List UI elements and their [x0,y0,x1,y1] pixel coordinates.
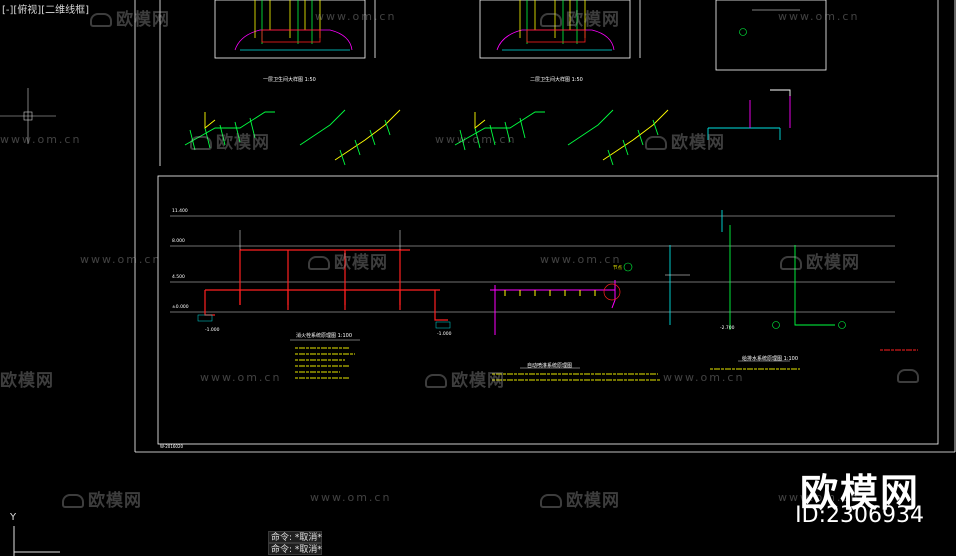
watermark-logo: 欧模网 [308,248,388,273]
bathroom-detail-1 [214,0,376,59]
notes-block-lines [290,339,790,369]
drawing-title: 自动喷淋系统原理图 [527,363,573,369]
watermark-url: www.om.cn [435,133,517,146]
sofa-icon [540,13,562,27]
sofa-icon [425,374,447,388]
crosshair-cursor [0,88,56,144]
watermark-url: www.om.cn [200,371,282,384]
watermark-url: www.om.cn [540,253,622,266]
command-history-line: 命令: *取消* [268,531,322,543]
watermark-logo [897,366,923,386]
drawing-title: 一层卫生间大样图 1:50 [263,77,316,83]
viewport-label[interactable]: [-][俯视][二维线框] [2,5,90,16]
brand-logo: 欧模网 [799,471,920,515]
level-label: 8.000 [172,239,185,244]
watermark-url: www.om.cn [778,491,860,504]
level-label: 4.500 [172,275,185,280]
watermark-logo: 欧模网 [62,486,142,511]
watermark-url: www.om.cn [0,133,82,146]
command-history-line[interactable]: 命令: *取消* [268,543,322,555]
notes-box [715,0,827,71]
sofa-icon [645,136,667,150]
drawing-frame [134,0,956,453]
level-lines [170,215,895,313]
level-label: 11.400 [172,209,188,214]
sofa-icon [190,136,212,150]
notes-text-lines [295,347,918,381]
sprinkler-system [490,262,633,335]
level-label: -1.000 [437,332,452,337]
bathroom-detail-2 [479,0,641,59]
level-label: -1.000 [205,328,220,333]
isometric-pipes [184,89,791,166]
watermark-logo: 欧模网 [90,5,170,30]
level-label: ±0.000 [172,305,189,310]
sofa-icon [540,494,562,508]
brand-id: ID:2306934 [795,503,924,528]
watermark-logo: 欧模网 [645,128,725,153]
water-supply-system [665,210,846,330]
watermark-url: www.om.cn [663,371,745,384]
node-label: 节点 [613,266,622,271]
watermark-logo: 欧模网 [540,486,620,511]
level-label: -2.700 [720,326,735,331]
sofa-icon [897,369,919,383]
drawing-title: 消火栓系统原理图 1:100 [296,333,352,339]
watermark-url: www.om.cn [315,10,397,23]
drawing-title: 给排水系统原理图 1:100 [742,356,798,362]
watermark-logo: 欧模网 [0,371,54,391]
fire-hydrant-labels [197,230,451,329]
fire-hydrant-system [204,249,448,321]
watermark-url: www.om.cn [778,10,860,23]
sofa-icon [90,13,112,27]
drawing-title: 二层卫生间大样图 1:50 [530,77,583,83]
ucs-y-label: Y [10,512,17,523]
frame-code: W-2016020 [160,444,184,449]
watermark-url: www.om.cn [80,253,162,266]
watermark-logo: 欧模网 [780,248,860,273]
sofa-icon [308,256,330,270]
watermark-logo: 欧模网 [540,5,620,30]
sofa-icon [780,256,802,270]
watermark-url: www.om.cn [310,491,392,504]
watermark-logo: 欧模网 [425,366,505,391]
sofa-icon [62,494,84,508]
watermark-logo: 欧模网 [190,128,270,153]
